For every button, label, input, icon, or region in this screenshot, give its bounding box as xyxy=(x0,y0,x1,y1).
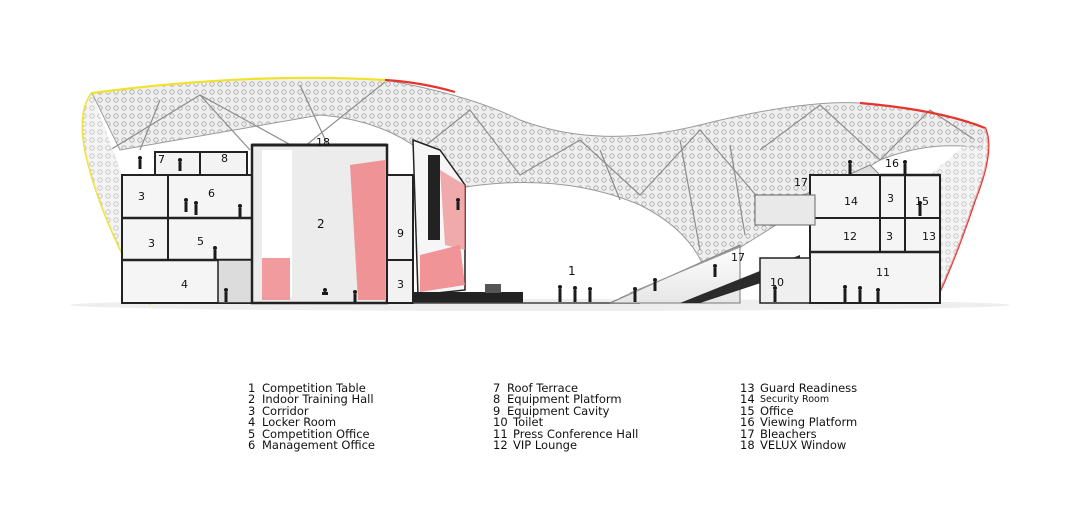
legend-label: Office xyxy=(760,403,794,418)
legend-number: 4 xyxy=(248,415,256,430)
legend-item: 17 Bleachers xyxy=(740,426,857,441)
room-label-10: 10 xyxy=(770,276,784,289)
legend-label: Competition Table xyxy=(262,381,366,395)
room-number-labels: 1 2 3 3 3 3 4 5 6 7 8 9 10 11 12 13 14 1… xyxy=(138,136,936,291)
room-label-6: 6 xyxy=(208,187,215,200)
legend-label: Management Office xyxy=(262,438,375,453)
building-section-drawing: 1 2 3 3 3 3 4 5 6 7 8 9 10 11 12 13 14 1… xyxy=(70,76,1010,311)
roof-truss-ribs xyxy=(109,81,976,251)
outer-skin-top-red xyxy=(384,78,456,94)
legend-number: 1 xyxy=(248,381,256,395)
legend-label: Locker Room xyxy=(262,415,337,430)
right-office-block xyxy=(754,173,941,304)
legend-column-1: 1 Competition Table 2 Indoor Training Hall… xyxy=(248,381,375,453)
legend-number: 17 xyxy=(740,426,755,441)
room-label-17-b: 17 xyxy=(731,251,745,264)
indoor-training-hall xyxy=(250,143,414,305)
room-label-3-b: 3 xyxy=(148,237,155,250)
room-label-3-c: 3 xyxy=(397,278,404,291)
room-label-16: 16 xyxy=(885,157,899,170)
legend-item: 9 Equipment Cavity xyxy=(493,403,638,418)
legend-item: 16 Viewing Platform xyxy=(740,415,858,430)
legend-number: 9 xyxy=(493,403,501,418)
legend-item: 13 Guard Readiness xyxy=(740,381,858,395)
legend-label: Press Conference Hall xyxy=(513,426,639,441)
legend-label: Corridor xyxy=(262,403,309,418)
room-label-15: 15 xyxy=(915,195,929,208)
legend-label: VELUX Window xyxy=(760,438,847,453)
room-label-7: 7 xyxy=(158,153,165,166)
legend-item: 14 Security Room xyxy=(740,392,857,407)
legend-item: 6 Management Office xyxy=(248,438,375,453)
legend-column-2: 7 Roof Terrace 8 Equipment Platform 9 Equip… xyxy=(493,381,639,453)
legend-label: Equipment Cavity xyxy=(507,403,610,418)
legend-column-3: 13 Guard Readiness 14 Security Room 15 Offi… xyxy=(740,381,858,453)
legend-label: VIP Lounge xyxy=(513,438,578,453)
competition-floor xyxy=(413,284,640,304)
legend-item: 2 Indoor Training Hall xyxy=(248,392,375,407)
legend-number: 3 xyxy=(248,403,256,418)
legend-number: 18 xyxy=(740,438,755,453)
legend-item: 8 Equipment Platform xyxy=(493,392,638,407)
legend-number: 12 xyxy=(493,438,508,453)
legend-number: 13 xyxy=(740,381,755,395)
legend-label: Indoor Training Hall xyxy=(262,392,374,407)
legend-number: 16 xyxy=(740,415,755,430)
legend-label: Equipment Platform xyxy=(507,392,622,407)
legend-item: 18 VELUX Window xyxy=(740,438,857,453)
legend-number: 8 xyxy=(493,392,501,407)
room-label-3-d: 3 xyxy=(887,192,894,205)
legend-label: Guard Readiness xyxy=(760,381,858,395)
legend-number: 6 xyxy=(248,438,256,453)
room-label-17-a: 17 xyxy=(794,176,808,189)
room-label-3-a: 3 xyxy=(138,190,145,203)
room-label-2: 2 xyxy=(317,217,325,231)
room-label-9: 9 xyxy=(397,227,404,240)
people-silhouettes xyxy=(138,156,922,302)
legend-label: Security Room xyxy=(760,394,830,406)
room-label-14: 14 xyxy=(844,195,858,208)
left-office-block xyxy=(121,151,253,304)
legend-number: 5 xyxy=(248,426,256,441)
room-label-1: 1 xyxy=(568,264,576,278)
legend-item: 1 Competition Table xyxy=(248,381,375,395)
room-label-4: 4 xyxy=(181,278,188,291)
room-label-5: 5 xyxy=(197,235,204,248)
legend-item: 11 Press Conference Hall xyxy=(493,426,639,441)
room-label-13: 13 xyxy=(922,230,936,243)
legend-number: 10 xyxy=(493,415,508,430)
legend-item: 5 Competition Office xyxy=(248,426,375,441)
room-label-8: 8 xyxy=(221,152,228,165)
room-label-11: 11 xyxy=(876,266,890,279)
room-label-12: 12 xyxy=(843,230,857,243)
legend-number: 14 xyxy=(740,392,755,407)
legend-item: 3 Corridor xyxy=(248,403,375,418)
legend-label: Viewing Platform xyxy=(760,415,858,430)
legend-label: Bleachers xyxy=(760,426,817,441)
legend-number: 7 xyxy=(493,381,501,395)
legend-number: 2 xyxy=(248,392,256,407)
legend-item: 7 Roof Terrace xyxy=(493,381,638,395)
climbing-wall xyxy=(412,138,466,296)
room-label-3-e: 3 xyxy=(886,230,893,243)
legend-label: Toilet xyxy=(513,415,544,430)
room-label-18: 18 xyxy=(316,136,330,149)
legend-number: 11 xyxy=(493,426,508,441)
legend-item: 15 Office xyxy=(740,403,857,418)
legend-item: 4 Locker Room xyxy=(248,415,375,430)
left-wing-facade xyxy=(82,93,150,305)
legend-number: 15 xyxy=(740,403,755,418)
legend-item: 10 Toilet xyxy=(493,415,638,430)
legend-item: 12 VIP Lounge xyxy=(493,438,638,453)
legend-label: Roof Terrace xyxy=(507,381,579,395)
legend-label: Competition Office xyxy=(262,426,370,441)
